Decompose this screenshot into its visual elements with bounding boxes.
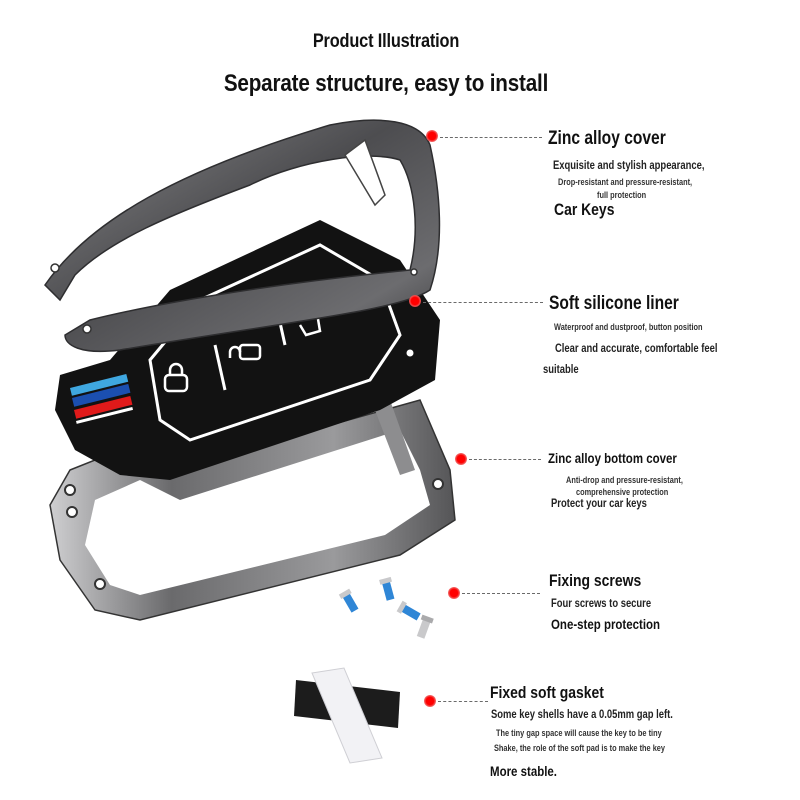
callout-dot-icon: [409, 295, 421, 307]
lock-icon: [163, 362, 189, 393]
callout-footer: More stable.: [490, 763, 557, 779]
soft-gasket: [294, 667, 400, 764]
callout-leader-line: [440, 137, 542, 138]
callout-line: Waterproof and dustproof, button positio…: [554, 322, 703, 332]
trunk-icon: [298, 318, 322, 337]
callout-line: Anti-drop and pressure-resistant,: [566, 475, 683, 485]
callout-title: Zinc alloy bottom cover: [548, 450, 677, 466]
page-title: Product Illustration: [312, 31, 460, 52]
callout-line: Clear and accurate, comfortable feel: [555, 343, 718, 355]
screw-icon: [379, 576, 395, 601]
callout-footer: suitable: [543, 364, 579, 376]
callout-title: Fixed soft gasket: [490, 683, 604, 702]
screw-icon: [396, 600, 421, 621]
callout-line: Four screws to secure: [551, 598, 652, 610]
callout-title: Fixing screws: [549, 571, 642, 590]
zinc-alloy-top-cover: [44, 119, 441, 353]
callout-leader-line: [423, 302, 543, 303]
callout-line: Exquisite and stylish appearance,: [553, 160, 705, 172]
callout-dot-icon: [426, 130, 438, 142]
callout-line: One-step protection: [551, 616, 661, 632]
callout-footer: Car Keys: [554, 200, 615, 219]
unlock-icon: [228, 343, 262, 361]
callout-dot-icon: [448, 587, 460, 599]
callout-line: full protection: [597, 190, 647, 200]
callout-leader-line: [438, 701, 488, 702]
callout-dot-icon: [424, 695, 436, 707]
callout-footer: Protect your car keys: [551, 498, 647, 510]
page-subtitle: Separate structure, easy to install: [223, 70, 549, 97]
callout-line: The tiny gap space will cause the key to…: [496, 728, 662, 738]
color-stripes: [70, 373, 134, 424]
callout-line: Drop-resistant and pressure-resistant,: [558, 177, 693, 187]
callout-leader-line: [469, 459, 541, 460]
screw-icon: [338, 588, 359, 613]
callout-title: Zinc alloy cover: [548, 128, 666, 149]
callout-line: Shake, the role of the soft pad is to ma…: [494, 743, 666, 753]
callout-line: Some key shells have a 0.05mm gap left.: [491, 709, 673, 721]
callout-title: Soft silicone liner: [549, 293, 679, 314]
callout-leader-line: [462, 593, 540, 594]
screw-icon: [416, 614, 434, 639]
zinc-alloy-bottom-cover: [49, 399, 456, 621]
callout-dot-icon: [455, 453, 467, 465]
screws: [338, 576, 434, 639]
callout-line: comprehensive protection: [576, 487, 669, 497]
